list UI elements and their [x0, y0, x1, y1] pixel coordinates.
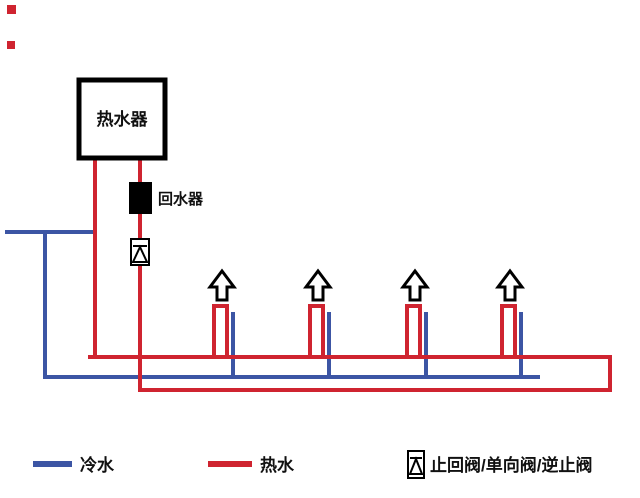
- return-device-box: [129, 182, 152, 214]
- faucet-arrow-icon: [303, 268, 333, 302]
- faucet-arrow-icon: [400, 268, 430, 302]
- legend-valve-label: 止回阀/单向阀/逆止阀: [430, 455, 592, 475]
- faucet-arrow-icon: [495, 268, 525, 302]
- hot-riser: [212, 304, 229, 358]
- faucet-arrow-icon: [207, 268, 237, 302]
- water-heater-label: 热水器: [97, 109, 149, 129]
- legend-hot-label: 热水: [260, 455, 295, 475]
- water-heater-box: [76, 77, 168, 161]
- stray-mark: [7, 5, 16, 14]
- return-device-label: 回水器: [158, 190, 204, 208]
- stray-mark: [7, 41, 15, 49]
- hot-riser: [308, 304, 325, 358]
- legend: 冷水 热水 止回阀/单向阀/逆止阀: [33, 450, 592, 479]
- hot-riser: [405, 304, 422, 358]
- check-valve-symbol: [130, 238, 150, 266]
- hot-riser: [500, 304, 517, 358]
- legend-valve-icon: [407, 450, 425, 479]
- legend-cold-label: 冷水: [80, 455, 115, 475]
